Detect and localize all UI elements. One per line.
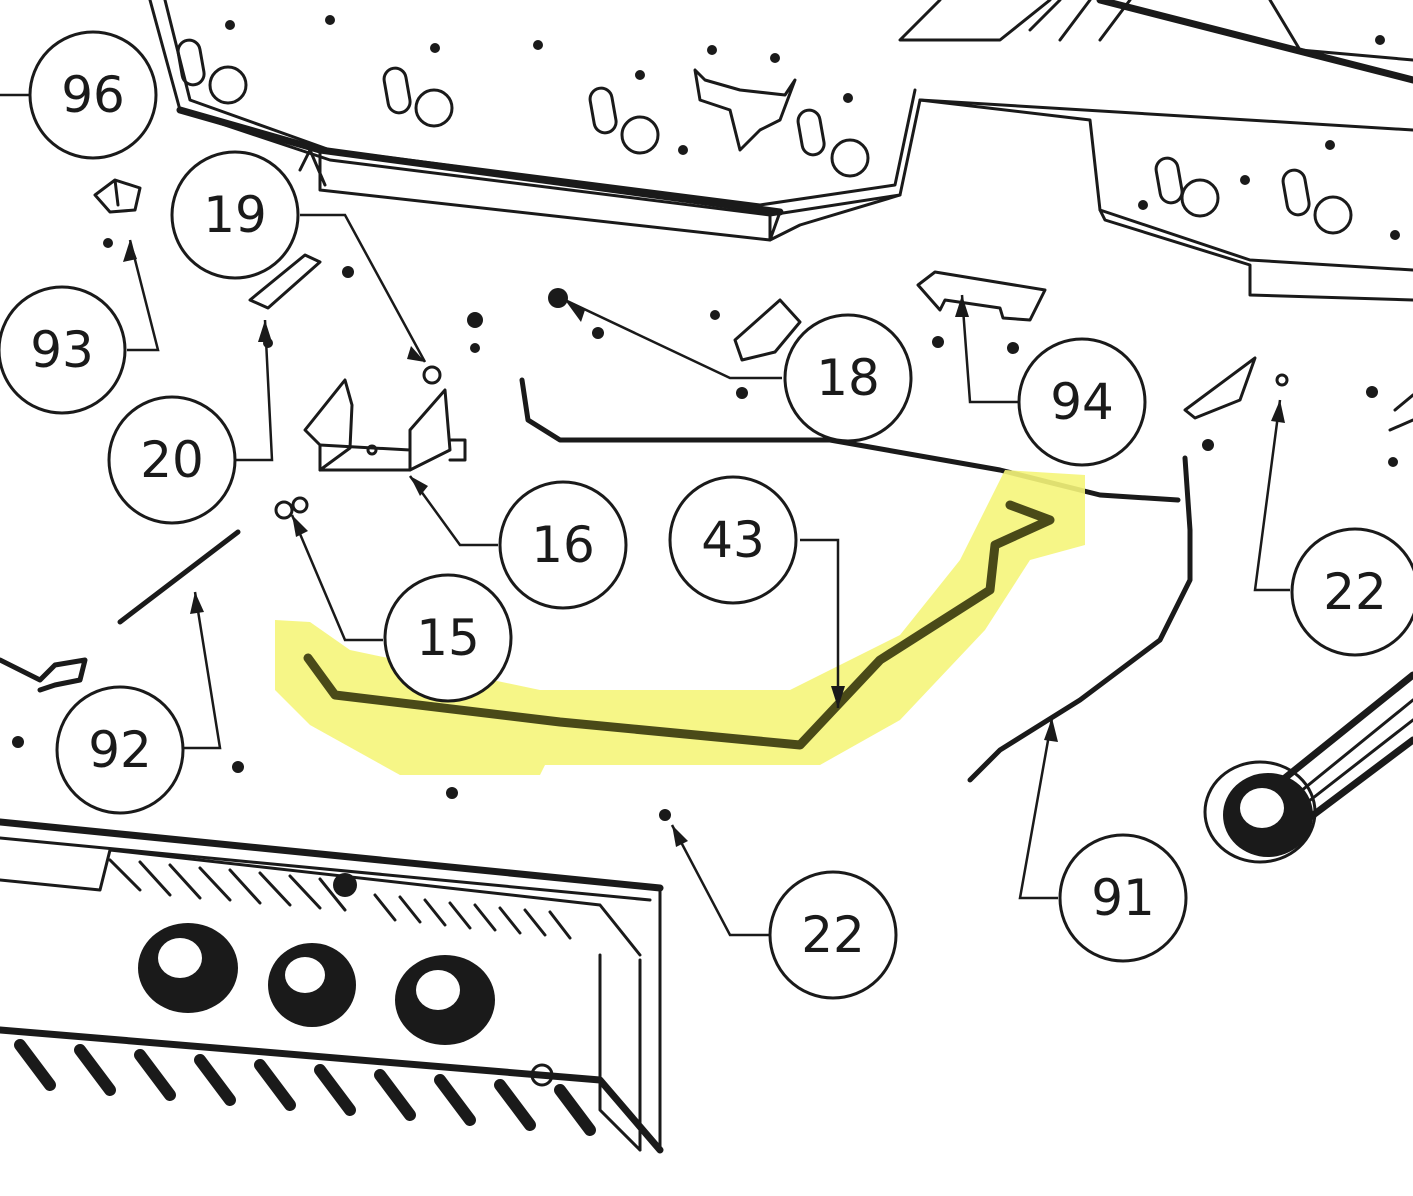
stripe-pattern xyxy=(14,1039,596,1136)
callout-94-label: 94 xyxy=(1050,373,1114,431)
callout-22-bottom: 22 xyxy=(768,870,898,1000)
callout-19-label: 19 xyxy=(203,186,267,244)
callout-94: 94 xyxy=(1017,337,1147,467)
callout-20-label: 20 xyxy=(140,431,204,489)
callout-93-label: 93 xyxy=(30,321,94,379)
callout-92: 92 xyxy=(55,685,185,815)
highlighted-part-43 xyxy=(275,470,1085,775)
callout-96: 96 xyxy=(28,30,158,160)
small-hardware xyxy=(0,178,1413,821)
callout-18-label: 18 xyxy=(816,349,880,407)
callout-96-label: 96 xyxy=(61,66,125,124)
callout-20: 20 xyxy=(107,395,237,525)
callout-93: 93 xyxy=(0,285,127,415)
callout-18: 18 xyxy=(783,313,913,443)
callout-15-label: 15 xyxy=(416,609,480,667)
callout-43-label: 43 xyxy=(701,511,765,569)
upper-firebox-frame xyxy=(148,0,1413,302)
callout-91: 91 xyxy=(1058,833,1188,963)
callout-22-right-label: 22 xyxy=(1323,563,1387,621)
callout-43: 43 xyxy=(668,475,798,605)
rotisserie-rod xyxy=(1203,671,1413,864)
callout-19: 19 xyxy=(170,150,300,280)
vent-slots xyxy=(108,858,572,940)
callout-16-label: 16 xyxy=(531,516,595,574)
callout-15: 15 xyxy=(383,573,513,703)
control-knobs xyxy=(138,923,495,1045)
callout-16: 16 xyxy=(498,480,628,610)
callout-22-right: 22 xyxy=(1290,527,1413,657)
callout-92-label: 92 xyxy=(88,721,152,779)
control-panel xyxy=(0,818,664,1154)
leader-lines xyxy=(0,93,1290,937)
callout-22-bottom-label: 22 xyxy=(801,906,865,964)
callout-91-label: 91 xyxy=(1091,869,1155,927)
